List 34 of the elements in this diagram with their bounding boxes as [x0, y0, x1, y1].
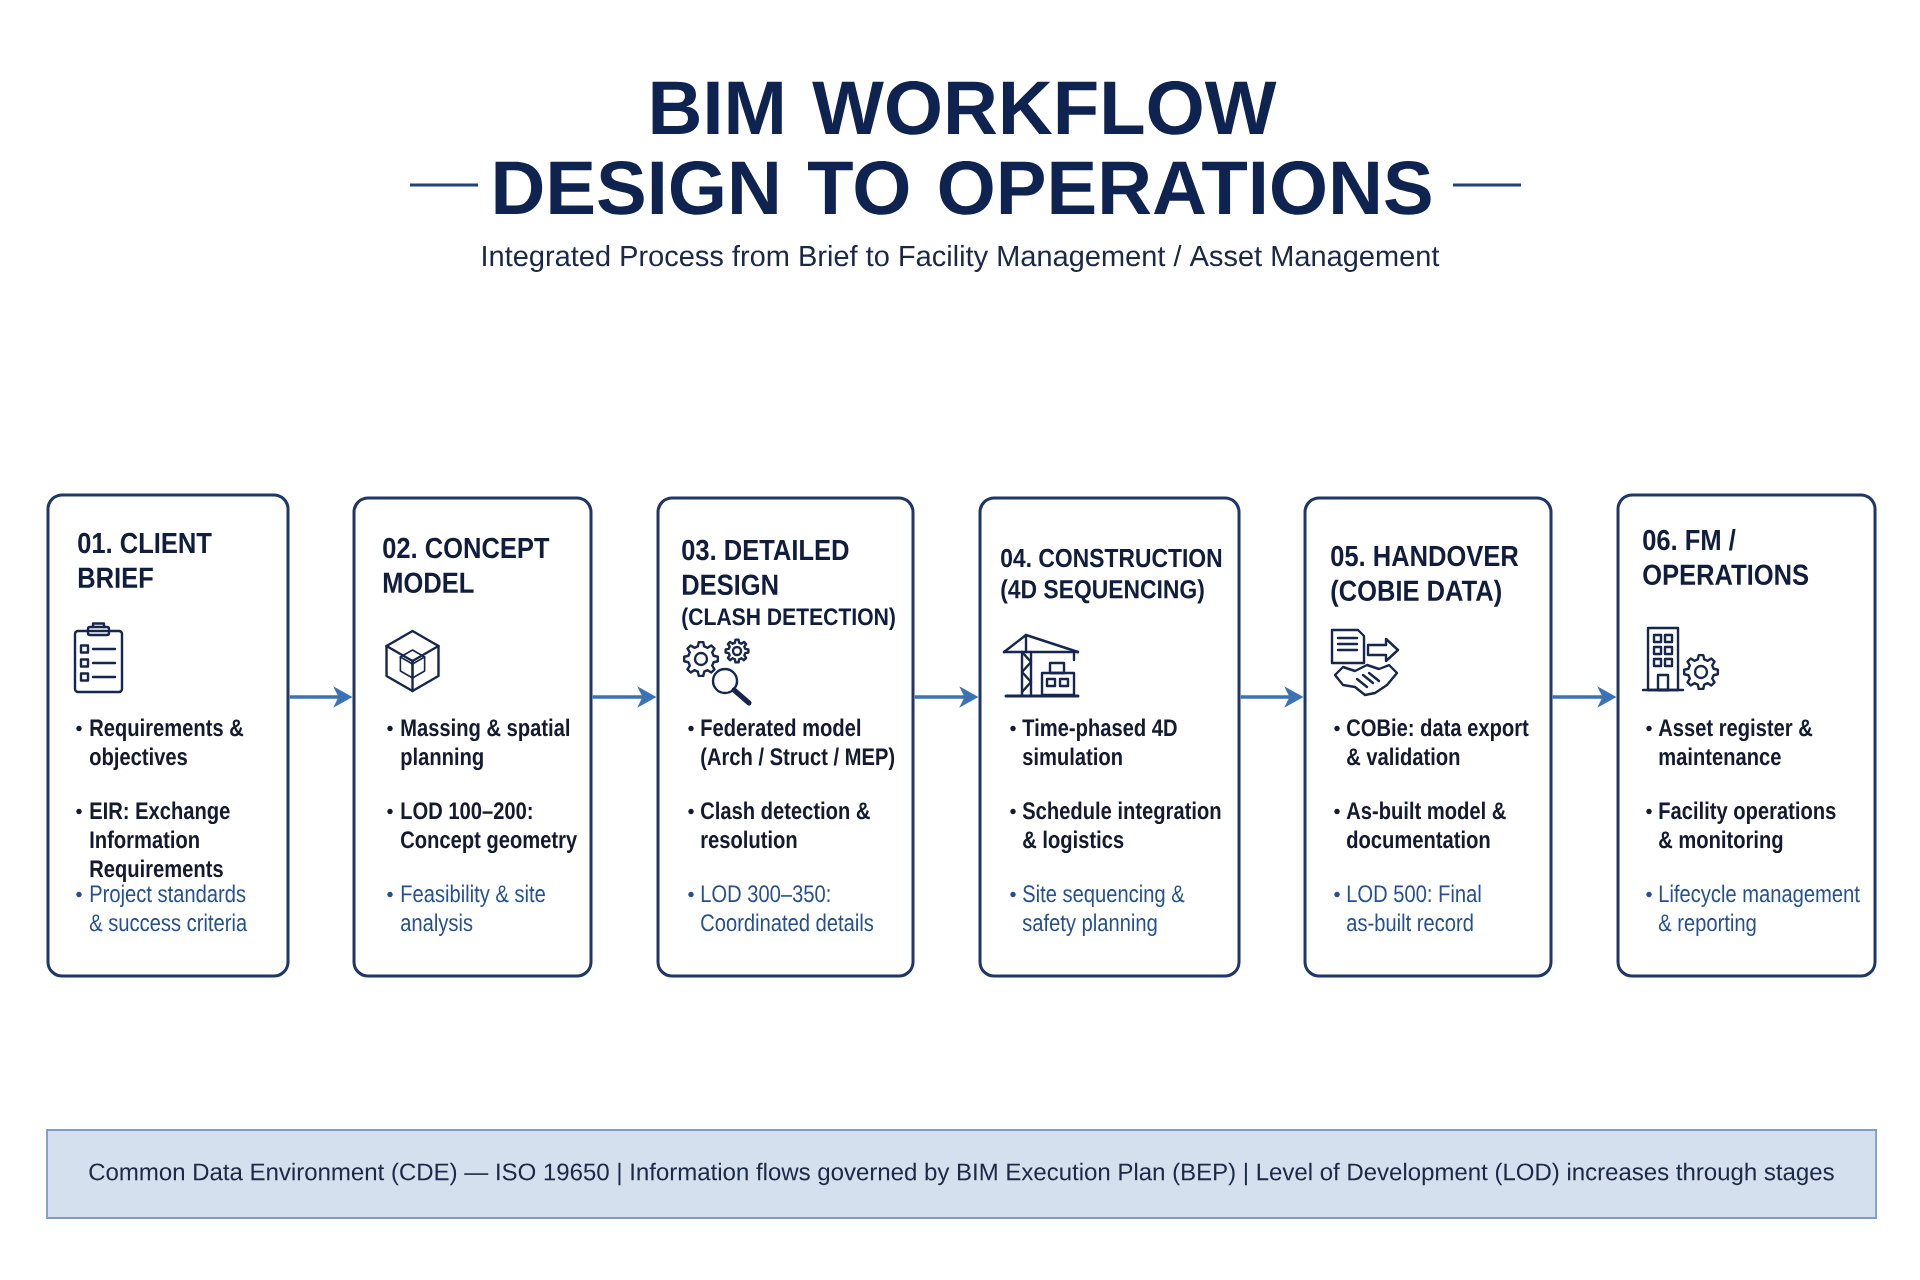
bullet-text: Time-phased 4D simulation: [1022, 718, 1177, 766]
bullet-text: Lifecycle management & reporting: [1658, 884, 1860, 936]
bullet-text: Asset register & maintenance: [1658, 718, 1813, 766]
bullet-text: Requirements & objectives: [90, 718, 244, 770]
stage-box: [46, 493, 290, 978]
stage-heading: 03. DETAILED DESIGN: [682, 539, 849, 596]
stage-heading: 04. CONSTRUCTION (4D SEQUENCING): [1001, 548, 1222, 604]
stage-subheading: (CLASH DETECTION): [682, 607, 895, 630]
info-banner: Common Data Environment (CDE) — ISO 19650 | Information flows governed by BIM Execution Plan (BEP) | Level of Development (LOD) increases through stages: [46, 1129, 1877, 1219]
stage-box: [352, 496, 593, 978]
bullet-text: EIR: Exchange Information Requirements: [90, 801, 230, 882]
bullet-text: Federated model (Arch / Struct / MEP): [701, 718, 895, 770]
bullet-text: LOD 100–200: Concept geometry: [401, 802, 578, 854]
stage-box: [656, 496, 915, 978]
stage-heading: 06. FM / OPERATIONS: [1643, 529, 1809, 586]
bullet-text: LOD 500: Final as-built record: [1347, 884, 1481, 932]
stage-heading: 02. CONCEPT MODEL: [383, 537, 550, 594]
stage-heading: 01. CLIENT BRIEF: [78, 532, 212, 588]
stage-box: [1616, 493, 1877, 978]
stage-box: [978, 496, 1241, 978]
bullet-text: Project standards & success criteria: [89, 884, 248, 932]
bullet-text: Massing & spatial planning: [401, 718, 570, 771]
bullet-text: Feasibility & site analysis: [401, 884, 545, 936]
bullet-text: Schedule integration & logistics: [1022, 801, 1221, 854]
stage-box: [1303, 496, 1553, 978]
bullet-text: As-built model & documentation: [1346, 801, 1506, 849]
bullet-text: Facility operations & monitoring: [1659, 801, 1836, 854]
bullet-text: COBie: data export & validation: [1347, 718, 1529, 766]
bullet-text: Clash detection & resolution: [701, 801, 870, 849]
bullet-text: LOD 300–350: Coordinated details: [701, 885, 874, 932]
title: BIM WORKFLOW DESIGN TO OPERATIONS: [495, 80, 1431, 215]
bullet-text: Site sequencing & safety planning: [1022, 884, 1185, 936]
subtitle: Integrated Process from Brief to Facility Management / Asset Management: [483, 245, 1440, 273]
stage-heading: 05. HANDOVER (COBIE DATA): [1331, 545, 1519, 607]
